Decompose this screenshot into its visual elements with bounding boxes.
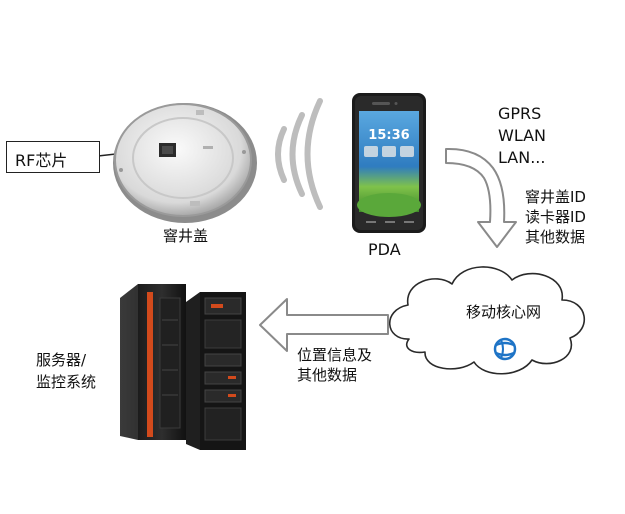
network-item-lan: LAN... (498, 148, 546, 167)
network-item-gprs: GPRS (498, 104, 542, 123)
phone-clock: 15:36 (368, 128, 409, 143)
downlink-item-location: 位置信息及 (297, 346, 373, 364)
china-mobile-logo-icon (493, 337, 517, 361)
wireless-waves-icon (275, 98, 323, 210)
downlink-arrow (259, 298, 389, 352)
uplink-item-manhole-id: 窨井盖ID (525, 188, 586, 206)
server-label-line-1: 服务器/ (36, 351, 87, 369)
downlink-item-other-data: 其他数据 (297, 366, 358, 384)
uplink-item-other-data: 其他数据 (525, 228, 586, 246)
phone-icon: 15:36 (352, 93, 426, 233)
uplink-item-reader-id: 读卡器ID (525, 208, 586, 226)
cloud-icon (389, 266, 586, 375)
manhole-cover-label: 窨井盖 (163, 227, 209, 245)
manhole-cover-icon (113, 103, 257, 223)
rf-chip-label-box: RF芯片 (6, 141, 100, 173)
core-network-label: 移动核心网 (466, 303, 542, 321)
pda-label: PDA (368, 240, 401, 259)
server-rack-icon (120, 284, 246, 450)
server-label-line-2: 监控系统 (36, 373, 97, 391)
rf-chip-label: RF芯片 (15, 151, 68, 170)
network-item-wlan: WLAN (498, 126, 547, 145)
uplink-arrow (445, 147, 517, 248)
